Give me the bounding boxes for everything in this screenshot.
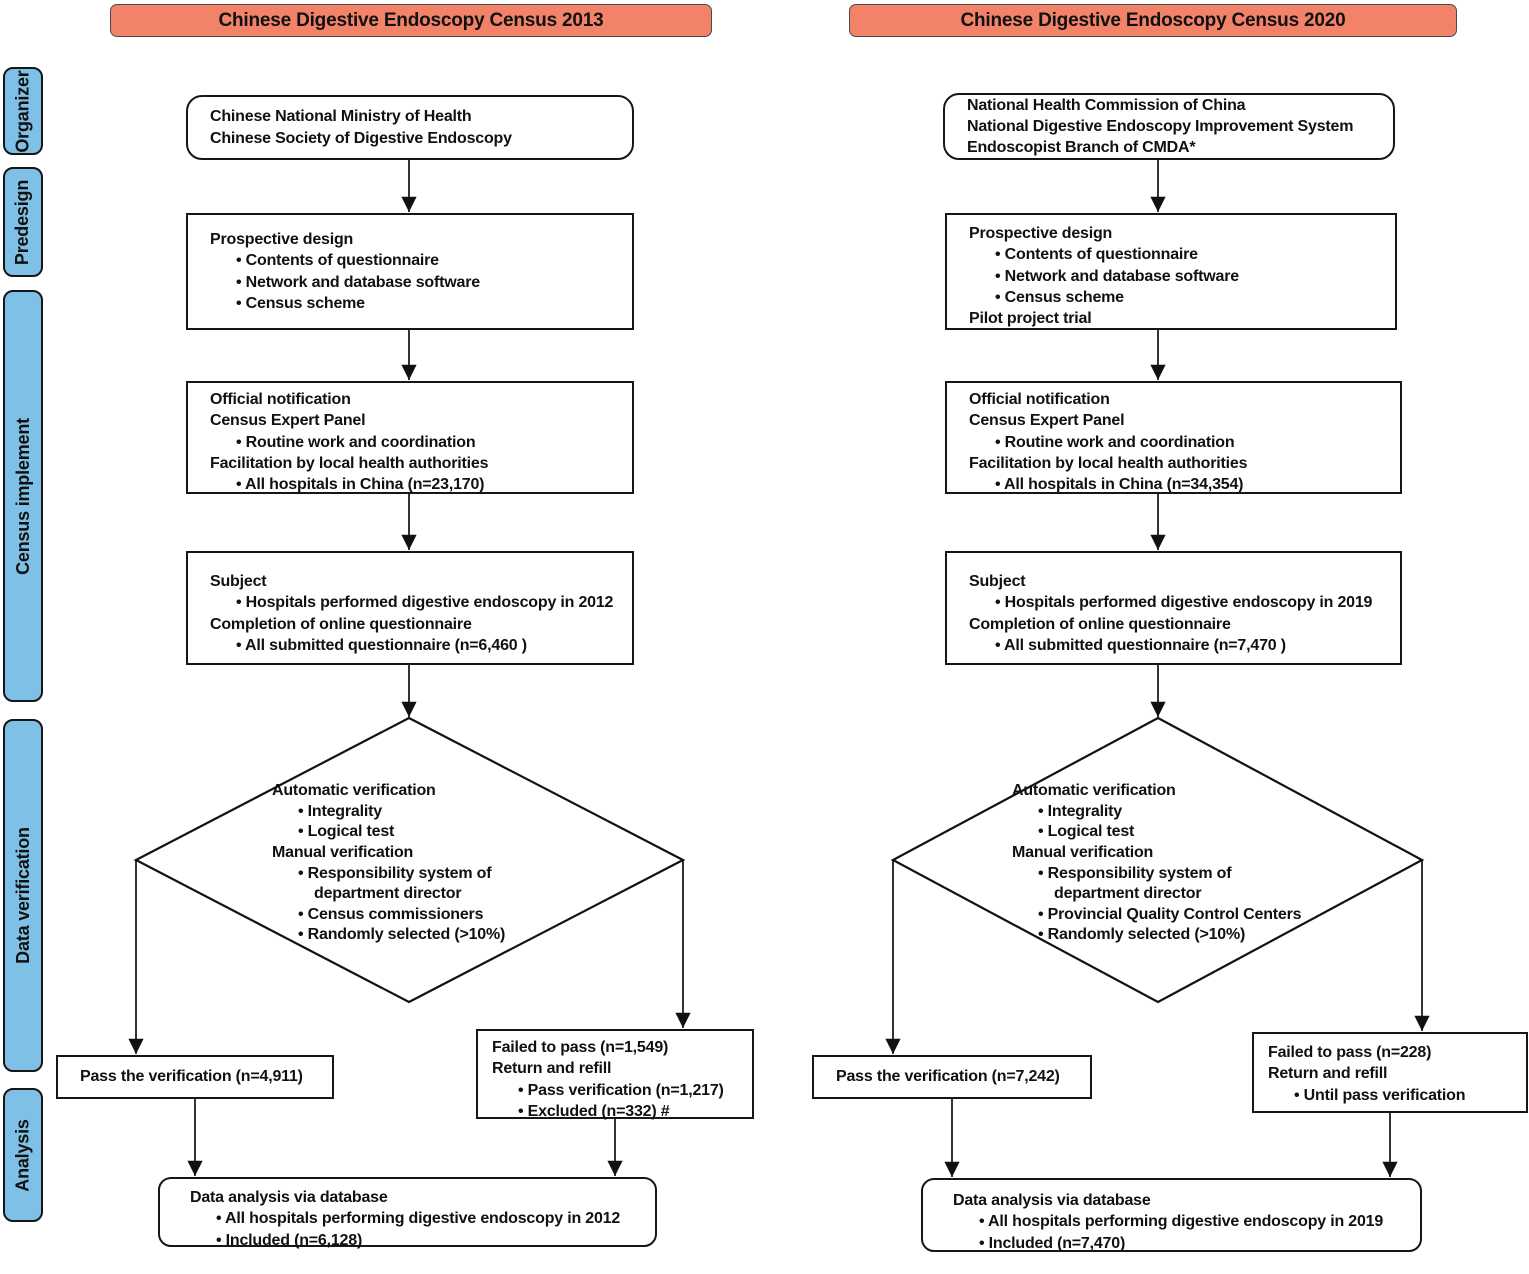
text-line: • Census scheme (995, 288, 1124, 306)
text-line: Prospective design (210, 231, 354, 248)
text-line: Manual verification (1012, 843, 1154, 861)
text-line: • Routine work and coordination (236, 433, 476, 451)
text-line: • Randomly selected (>10%) (1038, 926, 1246, 944)
text-line: • Network and database software (995, 267, 1239, 285)
stage-census-implement-label: Census implement (12, 417, 33, 575)
text-line: • All hospitals in China (n=23,170) (236, 476, 485, 494)
text-line: • All hospitals in China (n=34,354) (995, 476, 1244, 494)
census-2013-header: Chinese Digestive Endoscopy Census 2013 (110, 4, 712, 37)
verification-diamond-2020 (890, 716, 1425, 1004)
text-line: Pass the verification (n=4,911) (80, 1068, 303, 1086)
pass-box-2020: Pass the verification (n=7,242) (812, 1055, 1092, 1099)
text-line: Official notification (969, 391, 1110, 408)
text-line: • All submitted questionnaire (n=6,460 ) (236, 636, 527, 654)
text-line: Pilot project trial (969, 310, 1092, 328)
text-line: Endoscopist Branch of CMDA* (967, 139, 1196, 157)
text-line: Chinese National Ministry of Health (210, 108, 472, 126)
verification-text-2013: Automatic verification • Integrality • L… (272, 781, 505, 946)
text-line: Completion of online questionnaire (210, 615, 472, 633)
text-line: department director (1054, 885, 1202, 903)
text-line: • Pass verification (n=1,217) (518, 1081, 724, 1099)
text-line: • Contents of questionnaire (995, 246, 1198, 264)
text-line: • Included (n=6,128) (216, 1231, 363, 1249)
text-line: Failed to pass (n=1,549) (492, 1039, 669, 1056)
text-line: National Health Commission of China (967, 96, 1246, 114)
text-line: Official notification (210, 391, 351, 408)
text-line: Subject (210, 573, 267, 590)
notification-box-2020: Official notification Census Expert Pane… (945, 381, 1402, 494)
text-line: Prospective design (969, 225, 1113, 242)
organizer-box-2020: National Health Commission of China Nati… (943, 93, 1395, 160)
verification-diamond-2013 (133, 716, 686, 1004)
text-line: • Routine work and coordination (995, 433, 1235, 451)
subject-box-2013: Subject • Hospitals performed digestive … (186, 551, 634, 665)
pass-box-2013: Pass the verification (n=4,911) (56, 1055, 334, 1099)
text-line: Automatic verification (272, 782, 436, 799)
stage-analysis: Analysis (3, 1088, 43, 1222)
text-line: • Contents of questionnaire (236, 252, 439, 270)
text-line: • All hospitals performing digestive end… (979, 1213, 1384, 1231)
stage-predesign: Predesign (3, 167, 43, 277)
text-line: • Hospitals performed digestive endoscop… (236, 594, 614, 612)
stage-organizer-label: Organizer (12, 69, 33, 153)
text-line: • Responsibility system of (298, 864, 492, 882)
subject-box-2020: Subject • Hospitals performed digestive … (945, 551, 1402, 665)
stage-analysis-label: Analysis (12, 1118, 33, 1192)
failed-box-2020: Failed to pass (n=228) Return and refill… (1252, 1032, 1528, 1113)
analysis-box-2013: Data analysis via database • All hospita… (158, 1177, 657, 1249)
text-line: National Digestive Endoscopy Improvement… (967, 117, 1354, 135)
text-line: Subject (969, 573, 1026, 590)
failed-box-2013: Failed to pass (n=1,549) Return and refi… (476, 1029, 754, 1120)
text-line: • Network and database software (236, 273, 480, 291)
text-line: Census Expert Panel (210, 412, 366, 430)
stage-predesign-label: Predesign (12, 179, 33, 265)
notification-box-2013: Official notification Census Expert Pane… (186, 381, 634, 494)
text-line: • Responsibility system of (1038, 864, 1232, 882)
text-line: Return and refill (1268, 1065, 1388, 1083)
text-line: • Census scheme (236, 294, 365, 312)
verification-text-2020: Automatic verification • Integrality • L… (1012, 781, 1302, 946)
stage-census-implement: Census implement (3, 290, 43, 702)
text-line: Data analysis via database (190, 1189, 388, 1206)
text-line: Facilitation by local health authorities (210, 454, 489, 472)
text-line: • All submitted questionnaire (n=7,470 ) (995, 636, 1286, 654)
text-line: • Census commissioners (298, 905, 484, 923)
predesign-box-2020: Prospective design • Contents of questio… (945, 213, 1397, 330)
text-line: Completion of online questionnaire (969, 615, 1231, 633)
text-line: Facilitation by local health authorities (969, 454, 1248, 472)
text-line: • Hospitals performed digestive endoscop… (995, 594, 1373, 612)
text-line: Data analysis via database (953, 1192, 1151, 1209)
text-line: • Integrality (298, 802, 382, 820)
text-line: • Integrality (1038, 802, 1122, 820)
analysis-box-2020: Data analysis via database • All hospita… (921, 1178, 1422, 1252)
text-line: • All hospitals performing digestive end… (216, 1210, 621, 1228)
stage-data-verification-label: Data verification (12, 827, 33, 964)
organizer-box-2013: Chinese National Ministry of Health Chin… (186, 95, 634, 160)
predesign-box-2013: Prospective design • Contents of questio… (186, 213, 634, 330)
text-line: • Provincial Quality Control Centers (1038, 905, 1302, 923)
text-line: • Excluded (n=332) # (518, 1102, 670, 1120)
text-line: Return and refill (492, 1060, 612, 1078)
text-line: • Logical test (298, 823, 395, 841)
text-line: • Logical test (1038, 823, 1135, 841)
stage-organizer: Organizer (3, 67, 43, 155)
text-line: Pass the verification (n=7,242) (836, 1068, 1060, 1086)
text-line: Failed to pass (n=228) (1268, 1044, 1432, 1061)
text-line: department director (314, 885, 462, 903)
text-line: Chinese Society of Digestive Endoscopy (210, 129, 512, 147)
text-line: Manual verification (272, 843, 414, 861)
text-line: • Until pass verification (1294, 1086, 1466, 1104)
text-line: Census Expert Panel (969, 412, 1125, 430)
text-line: • Included (n=7,470) (979, 1234, 1126, 1252)
text-line: Automatic verification (1012, 782, 1176, 799)
census-2020-header: Chinese Digestive Endoscopy Census 2020 (849, 4, 1457, 37)
stage-data-verification: Data verification (3, 719, 43, 1072)
text-line: • Randomly selected (>10%) (298, 926, 506, 944)
